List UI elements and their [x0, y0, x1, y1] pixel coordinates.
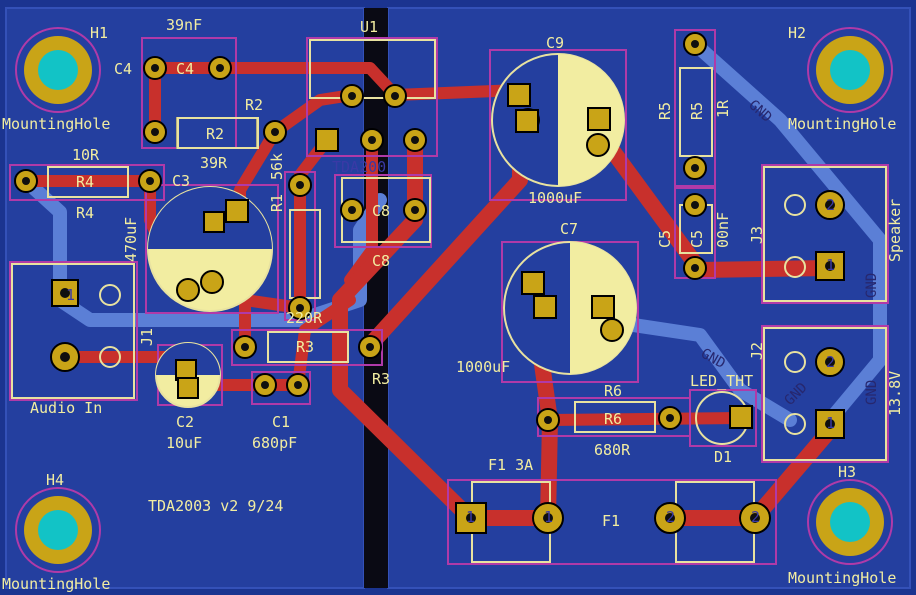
j3-pin2-label: 2 — [826, 196, 835, 214]
j3-value: Speaker — [886, 199, 904, 262]
mounting-hole-h1 — [15, 27, 101, 113]
j3-ref: J3 — [748, 226, 766, 244]
c1-value: 680pF — [252, 434, 297, 452]
silk-bodies — [11, 39, 887, 563]
r4-value: 10R — [72, 146, 100, 164]
r5-fab: R5 — [688, 102, 706, 120]
c3-ref: C3 — [172, 172, 190, 190]
u1-ref: U1 — [360, 18, 378, 36]
r2-fab: R2 — [206, 125, 224, 143]
c4-value: 39nF — [166, 16, 202, 34]
mounting-hole-h3 — [807, 479, 893, 565]
j1-value: Audio In — [30, 399, 102, 417]
copper-pour-right — [387, 7, 911, 589]
h1-value: MountingHole — [2, 115, 110, 133]
r5-ref: R5 — [656, 102, 674, 120]
r2-value: 39R — [200, 154, 228, 172]
j2-value: 13.8V — [886, 371, 904, 416]
c5-ref: C5 — [656, 230, 674, 248]
c4-ref: C4 — [114, 60, 132, 78]
r5-value: 1R — [714, 99, 732, 118]
d1-ref: D1 — [714, 448, 732, 466]
c7-value: 1000uF — [456, 358, 510, 376]
connector-holes — [99, 194, 806, 435]
c9-value: 1000uF — [528, 189, 582, 207]
c2-value: 10uF — [166, 434, 202, 452]
c5-value: 00nF — [714, 212, 732, 248]
c4-fab: C4 — [176, 60, 194, 78]
r3-fab: R3 — [296, 338, 314, 356]
u1-value: TDA200 — [332, 158, 386, 176]
mounting-holes — [15, 27, 893, 573]
j2-pin2-label: 2 — [826, 353, 835, 371]
pour-gap — [364, 8, 388, 588]
c2-ref: C2 — [176, 413, 194, 431]
c7-ref: C7 — [560, 220, 578, 238]
h4-ref: H4 — [46, 471, 64, 489]
f1-pin2a-label: 2 — [666, 508, 675, 526]
r1-ref: R1 — [268, 194, 286, 212]
r1-value: 56k — [268, 153, 286, 180]
board-title-text: TDA2003 v2 9/24 — [148, 497, 283, 515]
j2-pin1-label: 1 — [826, 414, 835, 432]
c3-value: 470uF — [122, 217, 140, 262]
f1-pin2b-label: 2 — [751, 508, 760, 526]
pad-drills — [22, 40, 835, 523]
h1-ref: H1 — [90, 24, 108, 42]
h2-ref: H2 — [788, 24, 806, 42]
r2-ref: R2 — [245, 96, 263, 114]
h3-ref: H3 — [838, 463, 856, 481]
h4-value: MountingHole — [2, 575, 110, 593]
gnd-net-label-4: GND — [864, 273, 880, 298]
mounting-hole-h4 — [15, 487, 101, 573]
f1-pin1b-label: 1 — [544, 508, 553, 526]
j2-ref: J2 — [748, 342, 766, 360]
r3-ref: R3 — [372, 370, 390, 388]
f1-ref: F1 — [602, 512, 620, 530]
c5-fab: C5 — [688, 230, 706, 248]
r4-fab: R4 — [76, 173, 94, 191]
j3-pin1-label: 1 — [826, 256, 835, 274]
j1-ref: J1 — [138, 328, 156, 346]
j1-pin1-label: 1 — [66, 286, 75, 304]
f1-value: F1 3A — [488, 456, 533, 474]
c8-ref: C8 — [372, 252, 390, 270]
r3-value: 220R — [286, 309, 323, 327]
c9-ref: C9 — [546, 34, 564, 52]
c8-fab: C8 — [372, 202, 390, 220]
r6-fab: R6 — [604, 410, 622, 428]
r6-ref: R6 — [604, 382, 622, 400]
mounting-hole-h2 — [807, 27, 893, 113]
gnd-net-label-5: GND — [864, 380, 880, 405]
h2-value: MountingHole — [788, 115, 896, 133]
c1-ref: C1 — [272, 413, 290, 431]
d1-value: LED_THT — [690, 372, 753, 390]
r4-ref: R4 — [76, 204, 94, 222]
f1-pin1a-label: 1 — [466, 508, 475, 526]
r6-value: 680R — [594, 441, 631, 459]
h3-value: MountingHole — [788, 569, 896, 587]
